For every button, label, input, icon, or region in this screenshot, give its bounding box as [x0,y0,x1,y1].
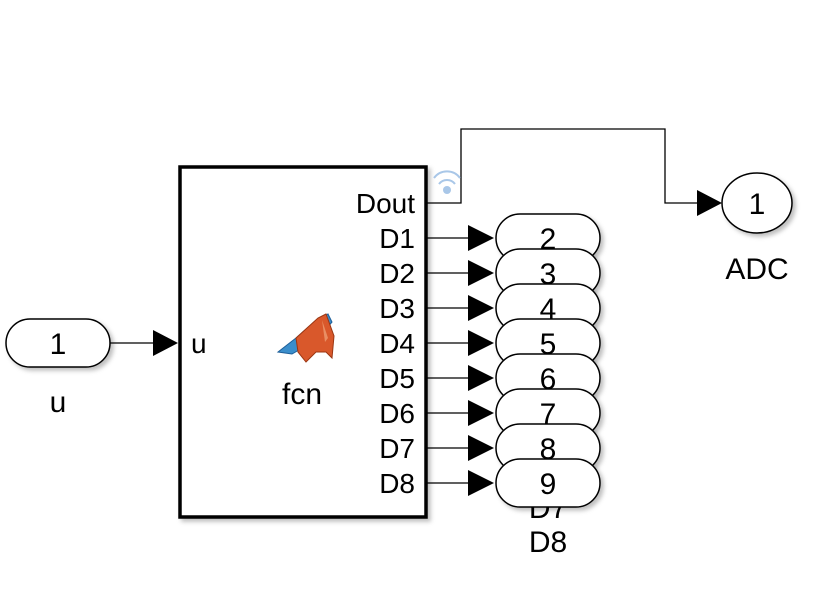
outport-name: ADC [725,253,788,286]
arrow-head-adc [697,190,722,216]
output-port-label: D8 [379,468,415,499]
input-port-label-u: u [191,328,207,359]
wireless-signal-icon [433,170,461,194]
output-port-label: D6 [379,398,415,429]
arrow-head [468,365,494,391]
goto-number: 7 [540,398,557,431]
output-port-label: D3 [379,293,415,324]
arrow-head [468,330,494,356]
goto-block[interactable] [495,458,601,508]
function-block-name: fcn [282,378,322,411]
goto-number: 3 [540,258,557,291]
goto-number: 8 [540,433,557,466]
goto-number: 2 [540,223,557,256]
inport-name: u [50,386,67,419]
outport-block-adc[interactable] [721,172,793,234]
arrow-head [468,470,494,496]
arrow-head-u [153,330,178,356]
arrow-head [468,295,494,321]
arrow-head [468,400,494,426]
signal-line-dout[interactable] [427,128,700,204]
output-port-label: D5 [379,363,415,394]
inport-number: 1 [50,328,67,361]
output-port-label: D7 [379,433,415,464]
goto-number: 4 [540,293,557,326]
output-port-label: D2 [379,258,415,289]
matlab-logo-icon [276,313,335,363]
goto-number: 6 [540,363,557,396]
output-port-label: Dout [356,188,415,219]
goto-number: 5 [540,328,557,361]
goto-number: 9 [540,468,557,501]
goto-name-d8: D8 [529,526,567,559]
outport-number: 1 [749,188,766,221]
arrow-head [468,225,494,251]
arrow-head [468,260,494,286]
output-port-label: D1 [379,223,415,254]
output-port-label: D4 [379,328,415,359]
arrow-head [468,435,494,461]
